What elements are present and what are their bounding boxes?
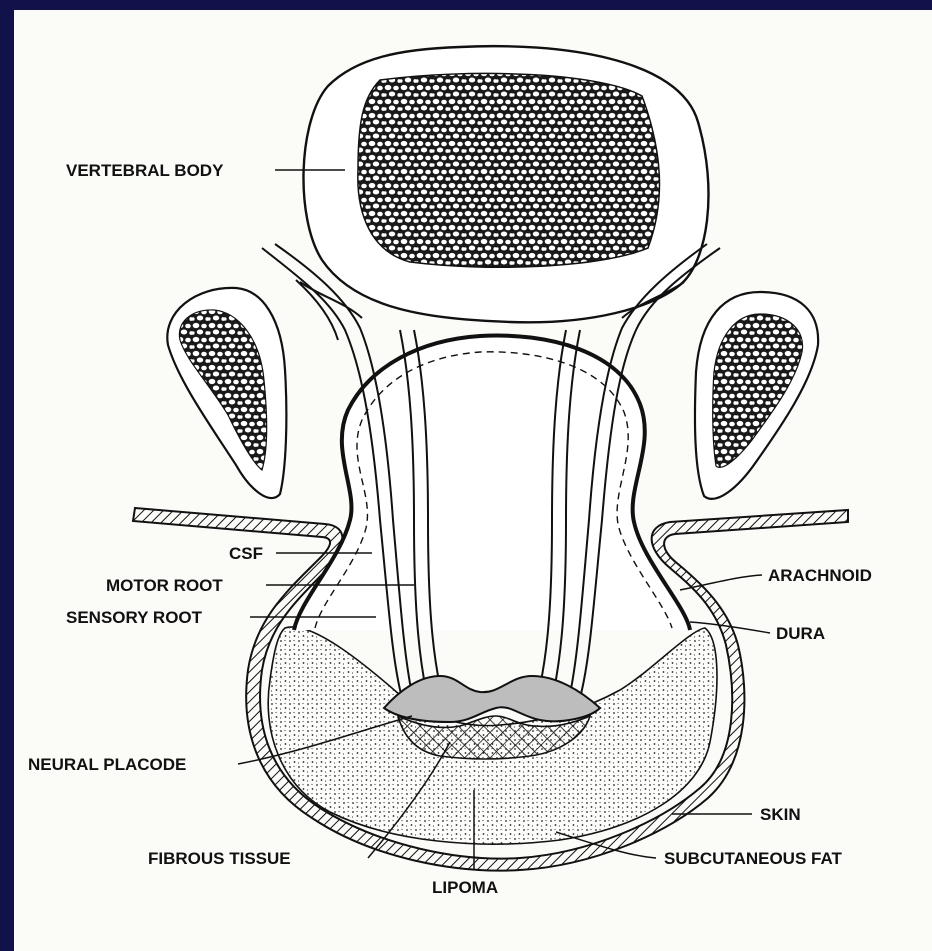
label-arachnoid: ARACHNOID	[768, 566, 872, 585]
label-skin: SKIN	[760, 805, 801, 824]
label-dura: DURA	[776, 624, 825, 643]
label-lipoma: LIPOMA	[432, 878, 498, 897]
label-fibrous-tissue: FIBROUS TISSUE	[148, 849, 291, 868]
label-neural-placode: NEURAL PLACODE	[28, 755, 186, 774]
label-motor-root: MOTOR ROOT	[106, 576, 223, 595]
label-vertebral-body: VERTEBRAL BODY	[66, 161, 224, 180]
label-csf: CSF	[229, 544, 263, 563]
vertebral-body	[303, 46, 708, 322]
label-subcutaneous-fat: SUBCUTANEOUS FAT	[664, 849, 842, 868]
label-sensory-root: SENSORY ROOT	[66, 608, 203, 627]
